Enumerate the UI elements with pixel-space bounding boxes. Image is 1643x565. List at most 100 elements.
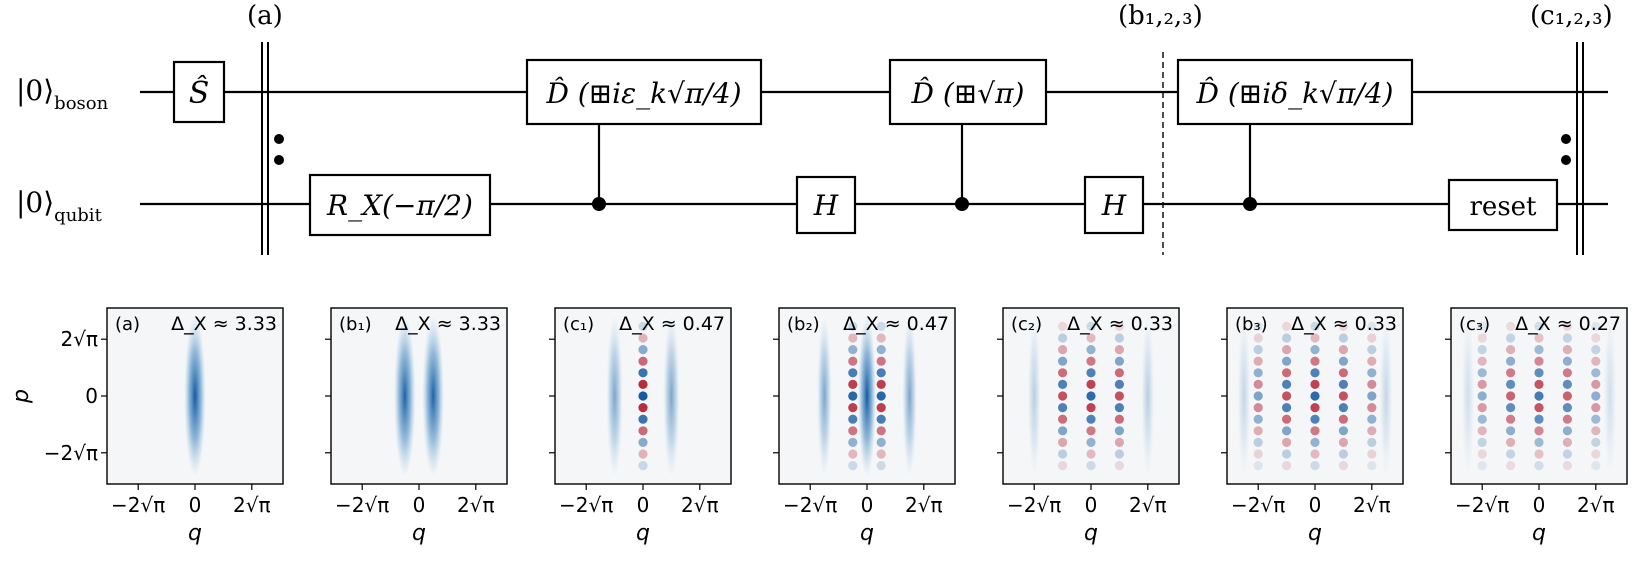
wigner-peak bbox=[1506, 345, 1516, 355]
x-axis-label: q bbox=[1084, 521, 1098, 546]
x-tick-label: 0 bbox=[413, 493, 426, 517]
wigner-peak bbox=[1282, 461, 1292, 471]
control-dot bbox=[955, 197, 969, 211]
wigner-peak bbox=[876, 356, 886, 366]
wigner-peak bbox=[1477, 321, 1487, 331]
wigner-stripe bbox=[1461, 316, 1475, 476]
wigner-peak bbox=[876, 449, 886, 459]
displacement-gate-3-label: D̂ (⊞iδ_k√π/4) bbox=[1196, 77, 1394, 110]
wigner-peak bbox=[1086, 356, 1096, 366]
wigner-peak bbox=[1058, 403, 1068, 413]
wigner-peak bbox=[1534, 368, 1544, 378]
wigner-peak bbox=[1086, 379, 1096, 389]
wigner-peak bbox=[1114, 345, 1124, 355]
wigner-peak bbox=[876, 379, 886, 389]
wigner-peak bbox=[1282, 379, 1292, 389]
wigner-peak bbox=[1534, 449, 1544, 459]
wigner-peak bbox=[1534, 379, 1544, 389]
wigner-peak bbox=[1086, 368, 1096, 378]
wigner-peak bbox=[1477, 414, 1487, 424]
panel-label: (c₃) bbox=[1459, 314, 1490, 335]
x-tick-label: −2√π bbox=[1007, 493, 1061, 517]
wigner-peak bbox=[1367, 368, 1377, 378]
wigner-peak bbox=[1253, 356, 1263, 366]
wigner-stripe bbox=[858, 316, 876, 476]
wigner-peak bbox=[1367, 391, 1377, 401]
wigner-peak bbox=[1506, 356, 1516, 366]
wigner-peak bbox=[1114, 333, 1124, 343]
wigner-peak bbox=[1506, 379, 1516, 389]
panel-label: (b₁) bbox=[339, 314, 372, 335]
delta-annotation: Δ_X ≈ 0.47 bbox=[843, 313, 949, 335]
wigner-peak bbox=[876, 403, 886, 413]
wigner-peak bbox=[1338, 321, 1348, 331]
barrier-dot bbox=[274, 155, 284, 165]
wigner-peak bbox=[1338, 356, 1348, 366]
x-tick-label: 2√π bbox=[233, 493, 271, 517]
wigner-peak bbox=[1114, 403, 1124, 413]
wigner-peak bbox=[1114, 437, 1124, 447]
wigner-peak bbox=[1506, 391, 1516, 401]
wigner-peak bbox=[638, 449, 648, 459]
wigner-peak bbox=[1477, 356, 1487, 366]
wigner-peak bbox=[1310, 437, 1320, 447]
barrier-dot bbox=[1561, 155, 1571, 165]
wigner-peak bbox=[848, 426, 858, 436]
hadamard-gate-1-label: H bbox=[813, 189, 839, 222]
wigner-peak bbox=[876, 345, 886, 355]
wigner-peak bbox=[848, 449, 858, 459]
wigner-peak bbox=[1562, 414, 1572, 424]
wigner-peak bbox=[848, 461, 858, 471]
wigner-stripe bbox=[1027, 316, 1041, 476]
control-dot bbox=[1243, 197, 1257, 211]
wigner-peak bbox=[1058, 426, 1068, 436]
wigner-peak bbox=[1534, 426, 1544, 436]
x-tick-label: −2√π bbox=[559, 493, 613, 517]
x-axis-label: q bbox=[1532, 521, 1546, 546]
wigner-peak bbox=[1367, 426, 1377, 436]
delta-annotation: Δ_X ≈ 3.33 bbox=[171, 313, 277, 335]
wigner-peak bbox=[848, 321, 858, 331]
displacement-gate-3: D̂ (⊞iδ_k√π/4) bbox=[1176, 58, 1414, 126]
panel-label: (a) bbox=[115, 314, 140, 335]
wigner-peak bbox=[1534, 321, 1544, 331]
wigner-peak bbox=[848, 403, 858, 413]
wigner-peak bbox=[1282, 391, 1292, 401]
wigner-peak bbox=[1534, 391, 1544, 401]
wigner-peak bbox=[1310, 461, 1320, 471]
wigner-peak bbox=[1058, 368, 1068, 378]
wigner-peak bbox=[1338, 345, 1348, 355]
wigner-stripe bbox=[1141, 316, 1155, 476]
wigner-peak bbox=[1338, 379, 1348, 389]
x-tick-label: −2√π bbox=[783, 493, 837, 517]
wigner-peak bbox=[638, 333, 648, 343]
wigner-peak bbox=[638, 368, 648, 378]
wigner-peak bbox=[1562, 461, 1572, 471]
x-tick-label: 2√π bbox=[1353, 493, 1391, 517]
delta-annotation: Δ_X ≈ 3.33 bbox=[395, 313, 501, 335]
wigner-peak bbox=[1310, 321, 1320, 331]
heatmap-background bbox=[331, 308, 507, 484]
wigner-peak bbox=[1058, 461, 1068, 471]
wigner-stripe bbox=[902, 316, 917, 476]
x-tick-label: −2√π bbox=[335, 493, 389, 517]
wigner-peak bbox=[1114, 379, 1124, 389]
wigner-peak bbox=[1338, 461, 1348, 471]
boson-wire-label: |0⟩boson bbox=[16, 74, 109, 114]
x-tick-label: 2√π bbox=[681, 493, 719, 517]
wigner-peak bbox=[848, 414, 858, 424]
wigner-peak bbox=[638, 391, 648, 401]
wigner-peak bbox=[1338, 368, 1348, 378]
x-axis-label: q bbox=[188, 521, 202, 546]
wigner-peak bbox=[1253, 426, 1263, 436]
wigner-peak bbox=[1367, 321, 1377, 331]
wigner-peak bbox=[848, 391, 858, 401]
wigner-peak bbox=[1591, 345, 1601, 355]
wigner-peak bbox=[1506, 321, 1516, 331]
y-axis-labels: 2√π0−2√πp bbox=[9, 327, 98, 465]
squeeze-gate: Ŝ bbox=[172, 60, 226, 124]
y-tick-label: 0 bbox=[85, 384, 98, 408]
wigner-peak bbox=[1086, 403, 1096, 413]
